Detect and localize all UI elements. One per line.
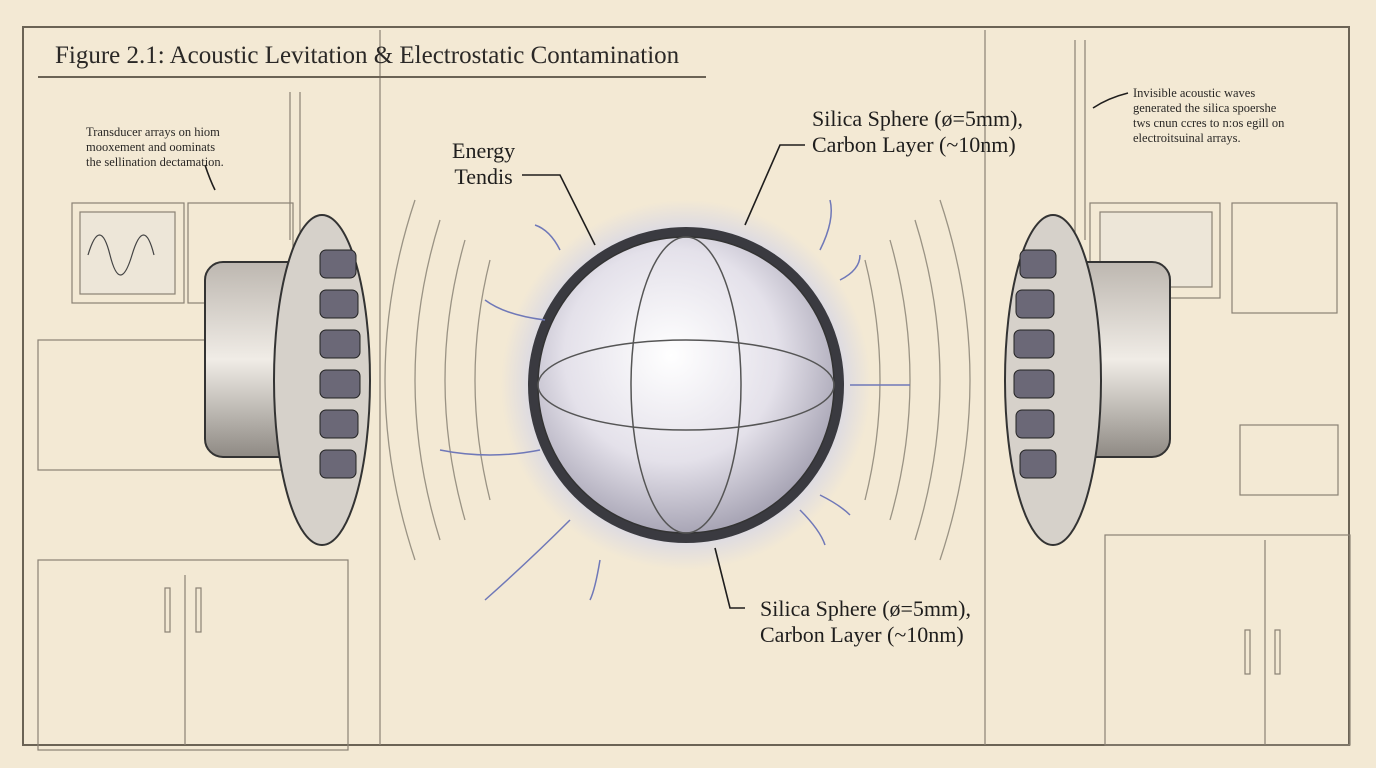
acoustic-waves	[384, 199, 971, 561]
title-underline	[38, 76, 706, 78]
note-line: the sellination dectamation.	[86, 155, 224, 169]
leader-lines	[204, 92, 1129, 609]
label-line: Tendis	[454, 164, 513, 189]
note-line: Invisible acoustic waves	[1133, 86, 1256, 100]
note-right: Invisible acoustic waves generated the s…	[1133, 86, 1284, 146]
note-left: Transducer arrays on hiom mooxement and …	[86, 125, 224, 170]
note-line: electroitsuinal arrays.	[1133, 131, 1241, 145]
note-line: tws cnun ccres to n:os egill on	[1133, 116, 1285, 130]
left-transducer	[204, 214, 371, 546]
right-transducer	[1004, 214, 1171, 546]
label-line: Energy	[452, 138, 516, 163]
lab-background	[37, 30, 1351, 751]
sphere-label-bottom: Silica Sphere (ø=5mm), Carbon Layer (~10…	[760, 596, 971, 648]
label-line: Silica Sphere (ø=5mm),	[760, 596, 971, 621]
sphere-label-top: Silica Sphere (ø=5mm), Carbon Layer (~10…	[812, 106, 1023, 158]
silica-sphere	[501, 200, 871, 570]
note-line: generated the silica spoershe	[1133, 101, 1277, 115]
energy-tendrils-label: Energy Tendis	[452, 138, 515, 190]
label-line: Silica Sphere (ø=5mm),	[812, 106, 1023, 131]
note-line: mooxement and oominats	[86, 140, 216, 154]
figure-title: Figure 2.1: Acoustic Levitation & Electr…	[55, 42, 680, 69]
label-line: Carbon Layer (~10nm)	[812, 132, 1016, 157]
energy-tendrils	[439, 199, 910, 601]
figure-frame	[22, 26, 1350, 746]
note-line: Transducer arrays on hiom	[86, 125, 220, 139]
label-line: Carbon Layer (~10nm)	[760, 622, 964, 647]
